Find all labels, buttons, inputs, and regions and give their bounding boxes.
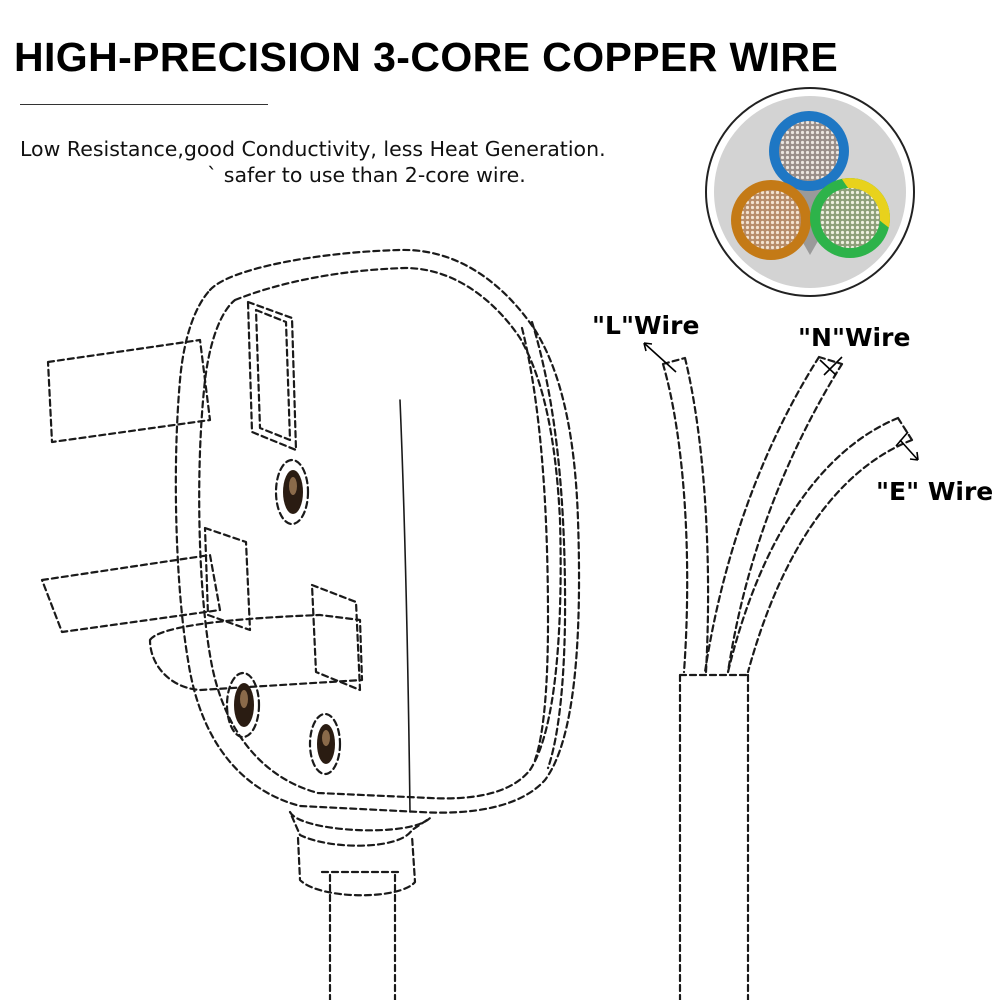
n-wire-pointer-arrow [823, 356, 843, 376]
pin-top-slot [246, 300, 298, 452]
plug-pin-left [40, 553, 222, 634]
cord-grip [288, 810, 432, 847]
e-wire-label: "E" Wire [876, 477, 994, 506]
n-wire-outline [703, 355, 844, 674]
title-underline [20, 104, 268, 105]
plug-pin-top [46, 338, 212, 444]
n-wire-label: "N"Wire [798, 323, 911, 352]
live-core [731, 180, 811, 260]
plug-side-seam [530, 320, 567, 770]
pin-left-slot [203, 526, 252, 632]
neutral-core [769, 111, 849, 191]
cable-cross-section [705, 87, 915, 297]
cord-grip-ring [296, 834, 417, 897]
hole-outline-top [274, 458, 310, 526]
socket-holes [234, 470, 335, 764]
l-wire-label: "L"Wire [592, 311, 700, 340]
l-wire-pointer-arrow [643, 342, 677, 373]
plug-side-seam [520, 326, 550, 762]
plug-pin-right [148, 613, 364, 692]
hole-outline-left [225, 671, 261, 739]
hole-outline-right [308, 712, 342, 776]
pin-top-slot-inner [254, 308, 292, 442]
plug-center-line [399, 399, 411, 813]
cable-sheath-outline [678, 673, 750, 1000]
page-title: HIGH-PRECISION 3-CORE COPPER WIRE [14, 34, 839, 80]
subtitle-line-1: Low Resistance,good Conductivity, less H… [20, 137, 606, 161]
e-wire-outline [726, 416, 914, 674]
l-wire-outline [661, 356, 710, 674]
pin-right-slot [310, 583, 362, 692]
cord-lower [328, 873, 397, 1000]
plug-body-inner-outline [198, 266, 562, 800]
subtitle-line-2: ` safer to use than 2-core wire. [207, 163, 526, 187]
plug-body-outline [174, 248, 581, 814]
e-wire-pointer-arrow [899, 439, 919, 461]
